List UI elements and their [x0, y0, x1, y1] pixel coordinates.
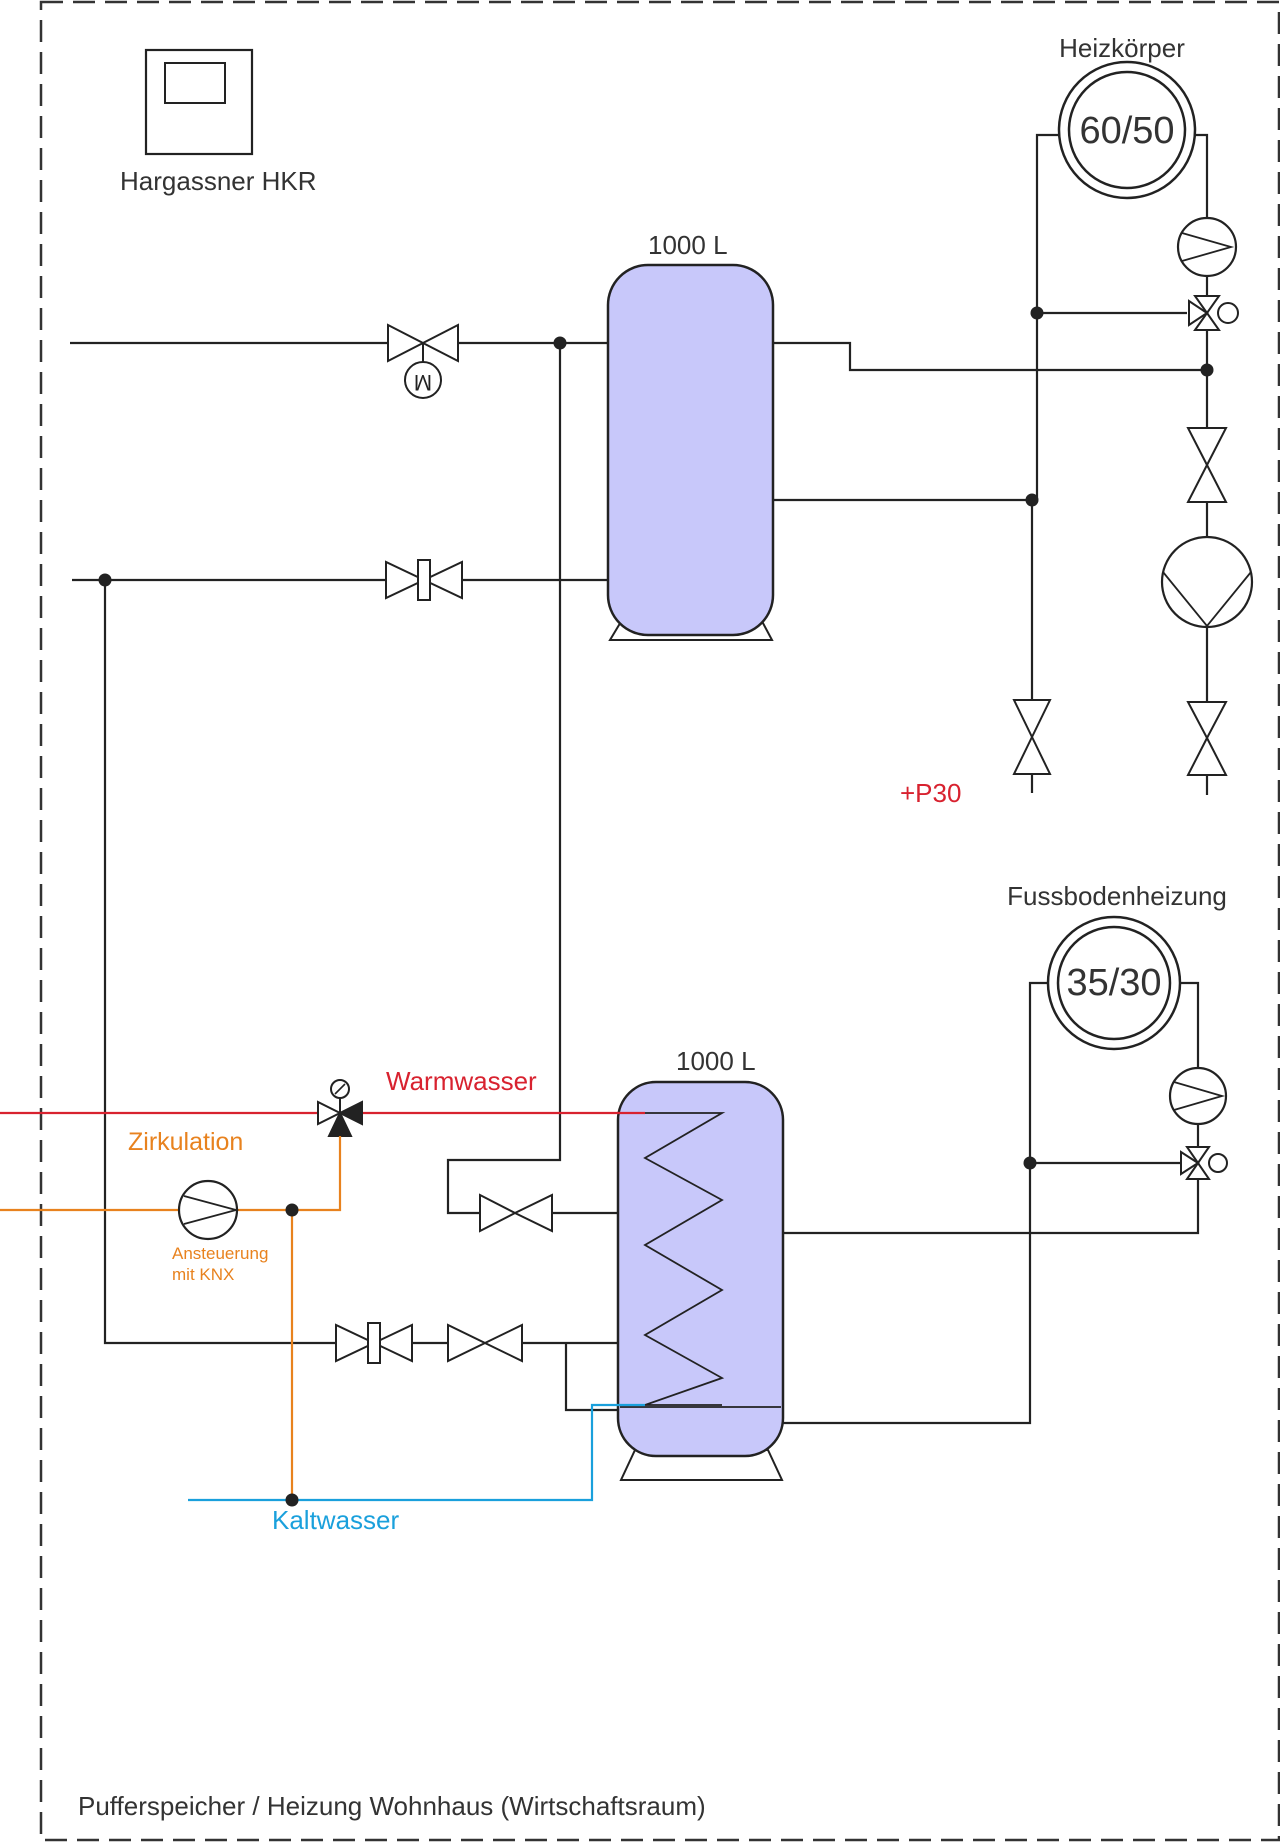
- tank-top-volume: 1000 L: [648, 230, 728, 260]
- zirkulation-label: Zirkulation: [128, 1128, 243, 1156]
- controller-icon: [144, 48, 254, 156]
- gate-valve-icon: [479, 1193, 553, 1233]
- kaltwasser-label: Kaltwasser: [272, 1505, 399, 1535]
- pump-note-line2: mit KNX: [172, 1265, 234, 1284]
- warmwasser-label: Warmwasser: [386, 1066, 537, 1096]
- room-boundary: [39, 0, 1280, 1842]
- check-valve-icon: [385, 559, 463, 601]
- svg-text:M: M: [414, 370, 432, 395]
- gate-valve-icon: [1186, 701, 1228, 776]
- buffer-tank-top: [606, 263, 775, 641]
- mixing-valve-icon: [1188, 295, 1239, 331]
- junction-dot: [285, 1203, 299, 1217]
- motor-valve-icon: M: [387, 323, 459, 399]
- pump-icon: [1168, 1066, 1228, 1126]
- floor-title: Fussbodenheizung: [1007, 881, 1227, 911]
- radiator-title: Heizkörper: [1059, 33, 1185, 63]
- marker-label: +P30: [900, 778, 961, 808]
- junction-dot: [285, 1493, 299, 1507]
- pump-icon: [1176, 216, 1238, 278]
- radiator-temp: 60/50: [1079, 110, 1174, 152]
- three-way-valve-icon: [317, 1079, 363, 1137]
- footer-caption: Pufferspeicher / Heizung Wohnhaus (Wirts…: [78, 1791, 706, 1821]
- radiator-icon: [1057, 60, 1197, 200]
- check-valve-icon: [335, 1322, 413, 1364]
- gate-valve-icon: [447, 1323, 523, 1363]
- controller-label: Hargassner HKR: [120, 166, 317, 196]
- mixing-valve-icon: [1180, 1146, 1228, 1180]
- pump-note-line1: Ansteuerung: [172, 1244, 268, 1263]
- hot-water-tank: [616, 1080, 785, 1481]
- floor-temp: 35/30: [1066, 962, 1161, 1004]
- gate-valve-icon: [1012, 699, 1052, 775]
- gate-valve-icon: [1186, 427, 1228, 503]
- circulation-pump-icon: [177, 1179, 240, 1241]
- junction-dot: [1200, 363, 1214, 377]
- tank-bottom-volume: 1000 L: [676, 1046, 756, 1076]
- main-pump-icon: [1160, 535, 1254, 629]
